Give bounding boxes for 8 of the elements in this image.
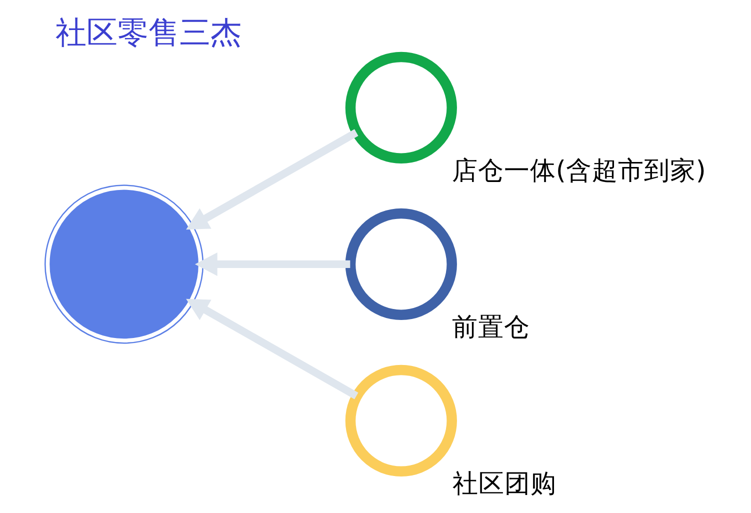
diagram-title: 社区零售三杰 bbox=[55, 15, 242, 52]
arrow bbox=[186, 129, 358, 230]
node-label: 社区团购 bbox=[452, 468, 556, 499]
node-circle bbox=[44, 184, 204, 344]
arrow bbox=[194, 252, 350, 276]
node-label: 店仓一体(含超市到家) bbox=[452, 156, 706, 186]
node-label: 前置仓 bbox=[452, 312, 530, 342]
arrow bbox=[186, 298, 358, 400]
